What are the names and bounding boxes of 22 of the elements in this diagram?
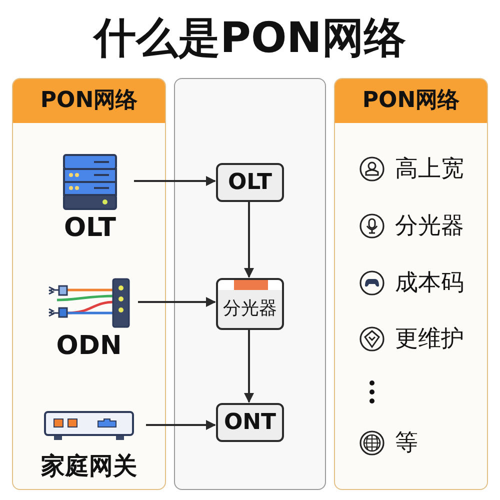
device-label: 家庭网关: [40, 451, 138, 482]
device-label: OLT: [62, 212, 118, 245]
process-box: OLT: [216, 163, 284, 202]
panel-header: PON网络: [13, 79, 165, 123]
arrow: [244, 329, 254, 403]
arrow: [146, 420, 216, 430]
list-item-text: 等: [395, 429, 418, 458]
device-label: ODN: [55, 330, 123, 363]
list-item-text: 分光器: [395, 212, 464, 241]
panel-header: PON网络: [335, 79, 487, 123]
list-item-text: 更维护: [395, 325, 464, 354]
arrow: [138, 297, 216, 307]
list-item-text: 高上宽: [395, 155, 464, 184]
panel-card: [334, 78, 488, 490]
list-item-text: 成本码: [395, 269, 464, 298]
arrow: [134, 176, 216, 186]
splitter-box: 分光器: [216, 278, 284, 330]
arrow: [244, 201, 254, 278]
panel-card: [174, 78, 326, 490]
panel-card: [12, 78, 166, 490]
title: 什么是PON网络: [92, 12, 407, 64]
process-box: ONT: [216, 403, 284, 442]
